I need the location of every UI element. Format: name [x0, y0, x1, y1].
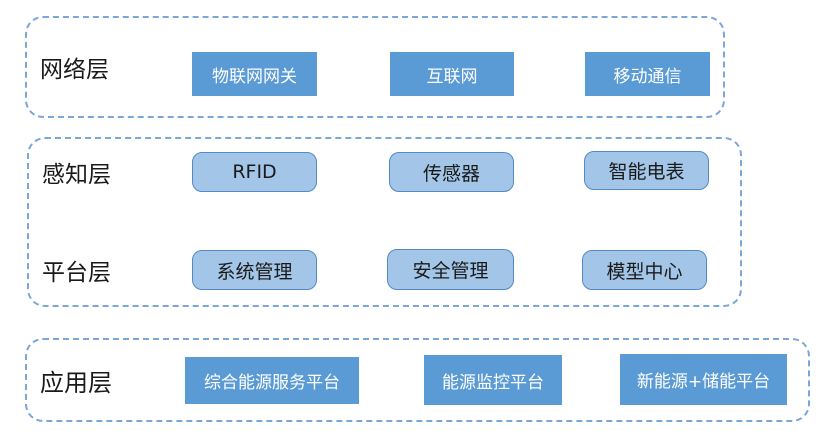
box-iot-gateway: 物联网网关 — [192, 52, 317, 96]
box-system-management: 系统管理 — [192, 250, 317, 290]
box-security-management: 安全管理 — [387, 249, 514, 290]
platform-layer-label: 平台层 — [42, 260, 111, 286]
box-integrated-energy-service-platform: 综合能源服务平台 — [185, 357, 359, 404]
network-layer-container: 网络层 物联网网关 互联网 移动通信 — [25, 16, 725, 118]
perception-layer-label: 感知层 — [42, 162, 111, 188]
box-smart-meter: 智能电表 — [584, 151, 709, 190]
box-sensor: 传感器 — [389, 152, 514, 192]
network-layer-label: 网络层 — [40, 57, 109, 83]
box-new-energy-storage-platform: 新能源+储能平台 — [620, 354, 787, 405]
box-mobile-communication: 移动通信 — [585, 52, 710, 96]
box-energy-monitoring-platform: 能源监控平台 — [424, 355, 562, 405]
box-model-center: 模型中心 — [582, 250, 707, 290]
application-layer-container: 应用层 综合能源服务平台 能源监控平台 新能源+储能平台 — [25, 338, 810, 422]
box-internet: 互联网 — [390, 52, 514, 96]
application-layer-label: 应用层 — [40, 368, 112, 397]
perception-platform-container: 感知层 RFID 传感器 智能电表 平台层 系统管理 安全管理 模型中心 — [27, 137, 742, 307]
box-rfid: RFID — [192, 152, 317, 192]
